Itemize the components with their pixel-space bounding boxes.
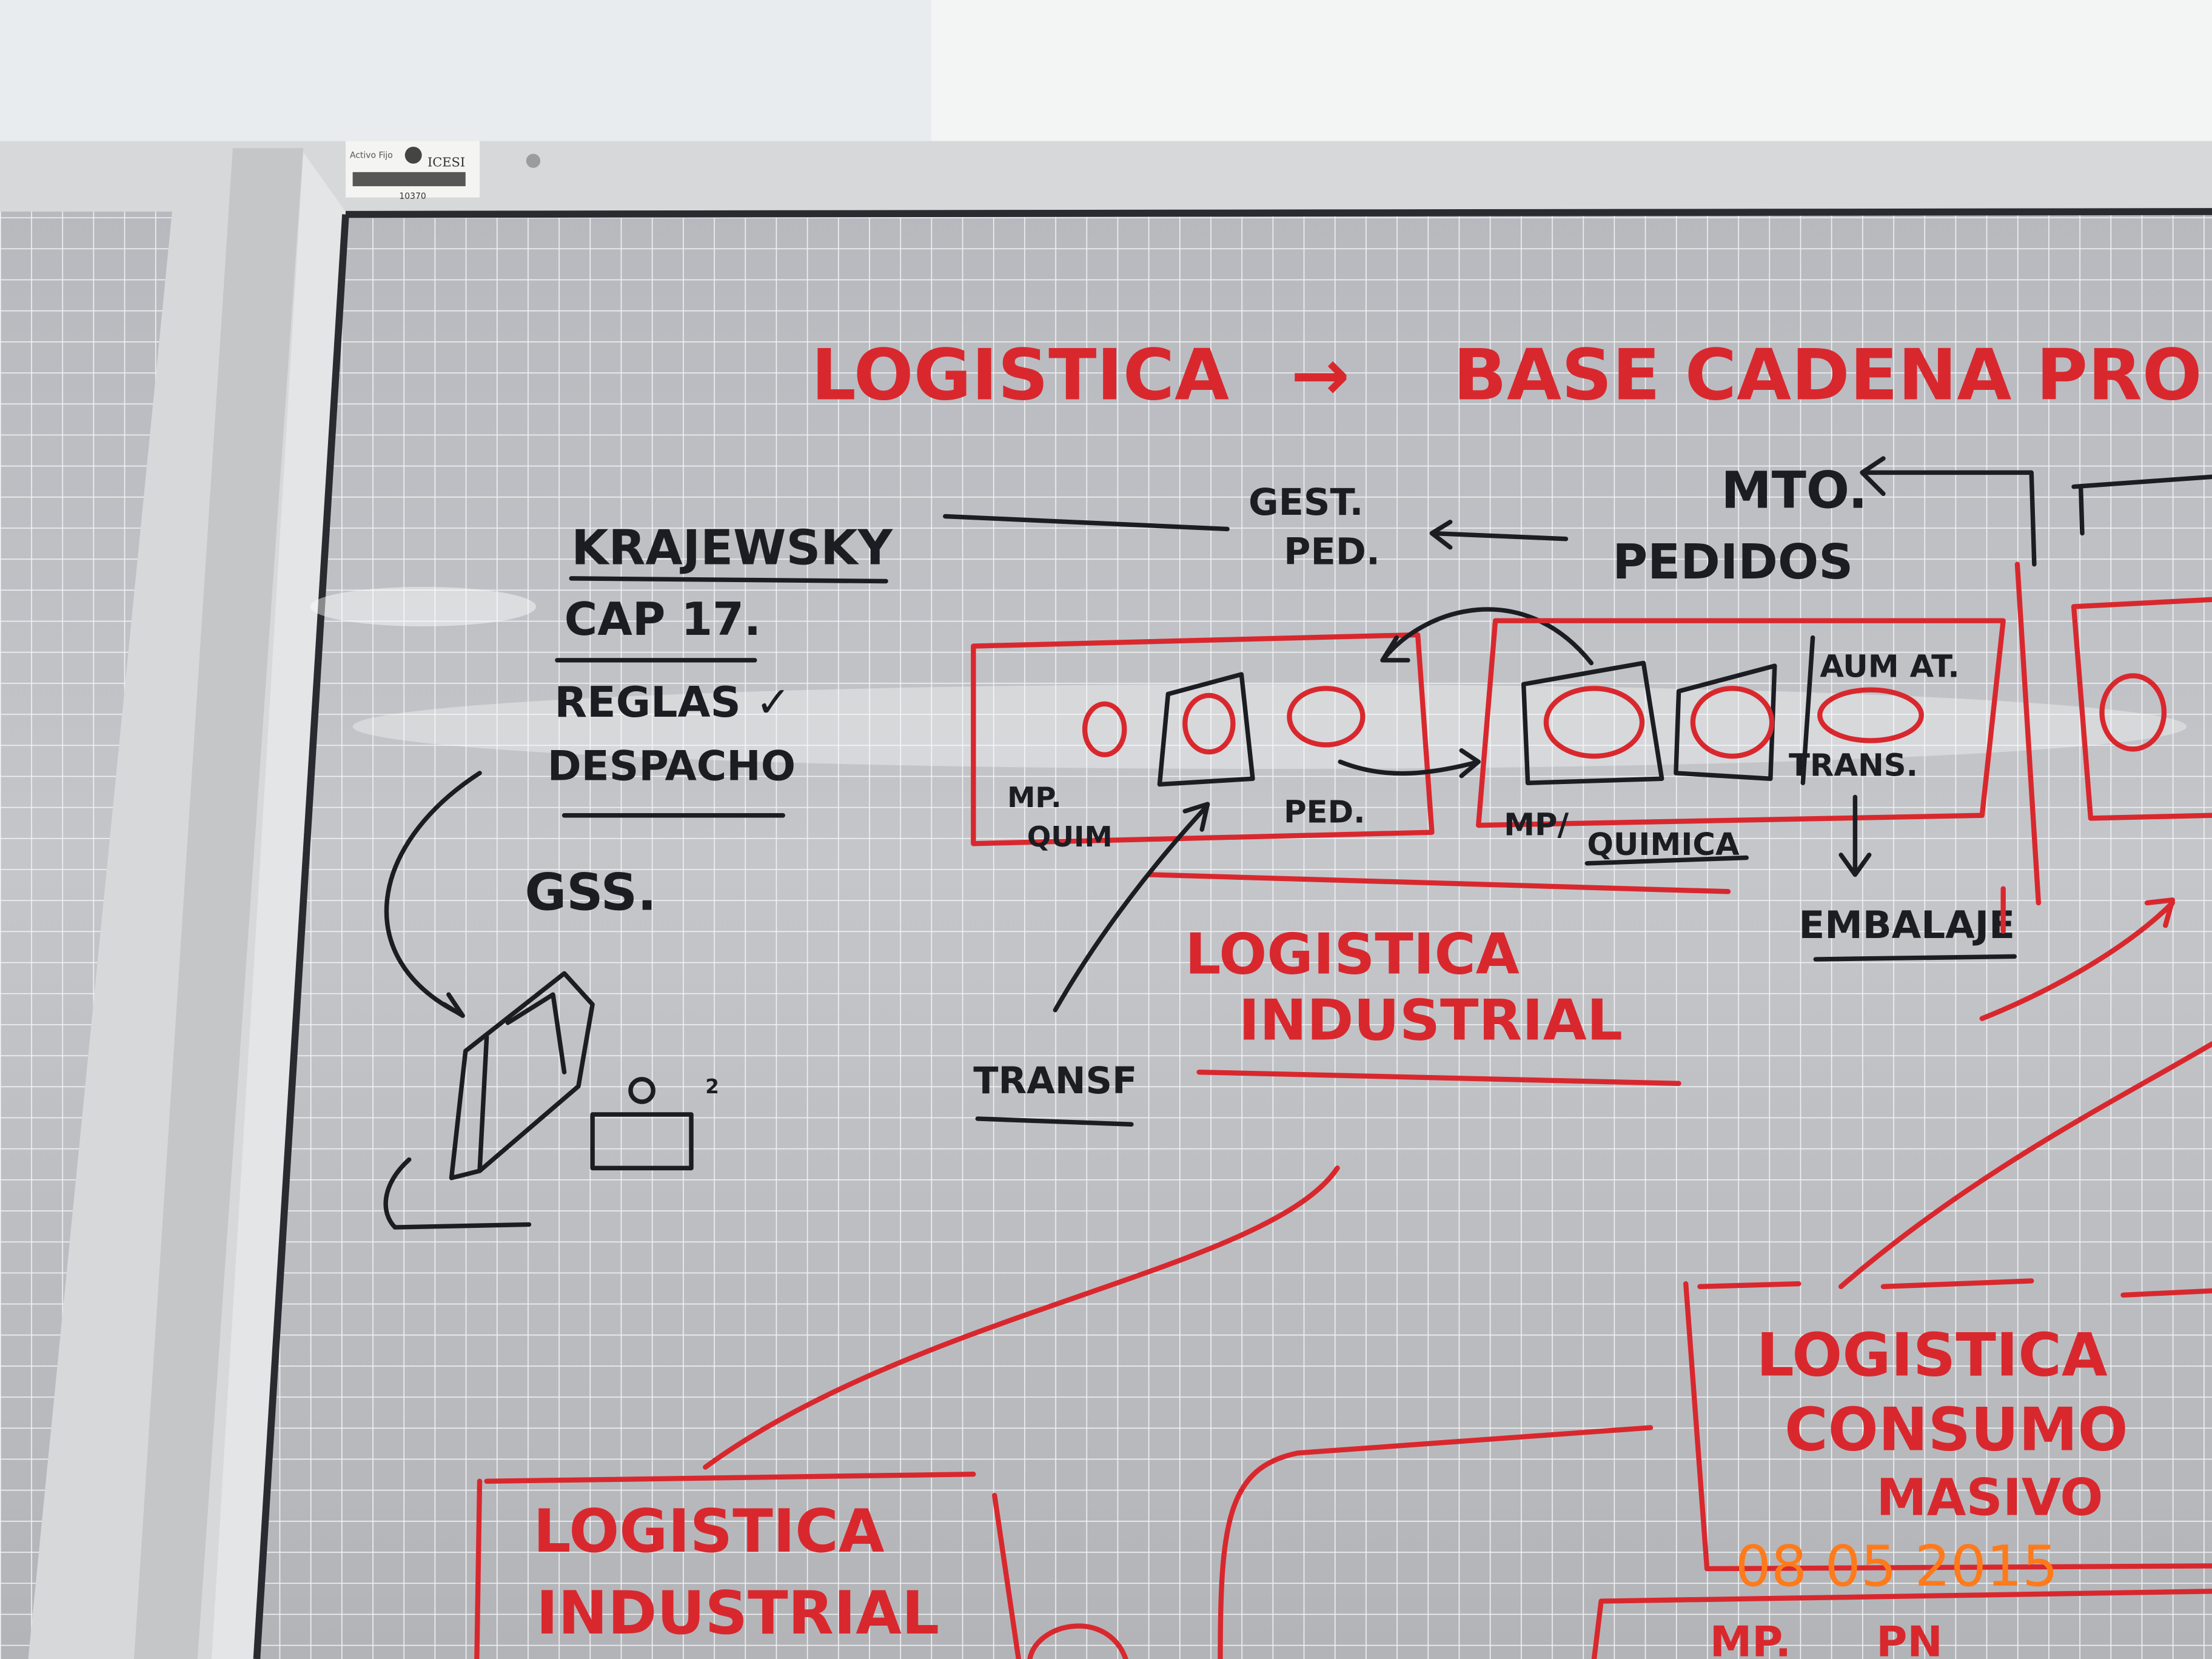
title-arrow: →	[1291, 334, 1350, 416]
asset-tag: Activo Fijo ICESI 10370	[346, 141, 480, 201]
label-transf: TRANSF	[973, 1060, 1137, 1102]
note-chapter: CAP 17.	[565, 593, 762, 646]
asset-tag-brand: ICESI	[427, 155, 465, 170]
note-squared: 2	[705, 1075, 719, 1098]
label-aum-at: AUM AT.	[1820, 649, 1960, 685]
label-logistica-industrial-2: INDUSTRIAL	[1239, 988, 1623, 1053]
asset-tag-number: 10370	[399, 192, 426, 201]
note-dispatch: DESPACHO	[548, 742, 796, 790]
title-logistica: LOGISTICA	[811, 334, 1229, 416]
date-stamp: 08 05 2015	[1735, 1533, 2059, 1599]
note-rules: REGLAS ✓	[554, 678, 791, 727]
label-gest: GEST.	[1248, 481, 1364, 524]
label-ped-box: PED.	[1284, 794, 1365, 830]
label-mp-slash: MP/	[1504, 806, 1569, 843]
barcode	[352, 172, 466, 187]
label-mto: MTO.	[1721, 461, 1868, 520]
university-seal-icon	[404, 146, 422, 164]
title-base-cadena: BASE CADENA PRO	[1453, 334, 2202, 416]
label-embalaje: EMBALAJE	[1798, 903, 2015, 947]
label-logistica-industrial-1: LOGISTICA	[1185, 921, 1519, 987]
label-bottom-logistica: LOGISTICA	[533, 1497, 884, 1566]
label-pedidos: PEDIDOS	[1612, 534, 1853, 590]
screw	[526, 153, 541, 168]
asset-tag-label: Activo Fijo	[350, 151, 393, 161]
label-trans: TRANS.	[1789, 748, 1918, 784]
label-bottom-industrial: INDUSTRIAL	[536, 1579, 939, 1648]
label-bottom-pn: PN	[1876, 1617, 1943, 1659]
label-logistica-consumo-2: CONSUMO	[1785, 1396, 2128, 1465]
label-logistica-consumo-3: MASIVO	[1876, 1468, 2103, 1527]
label-ped: PED.	[1284, 531, 1380, 574]
label-bottom-mp: MP.	[1710, 1617, 1791, 1659]
warehouse-sketch: 2	[383, 771, 719, 1230]
label-logistica-consumo-1: LOGISTICA	[1757, 1321, 2108, 1390]
note-krajewsky: KRAJEWSKY	[571, 520, 893, 576]
note-gss: GSS.	[525, 863, 656, 922]
label-quim: QUIM	[1027, 820, 1113, 853]
label-mp: MP.	[1007, 781, 1062, 814]
